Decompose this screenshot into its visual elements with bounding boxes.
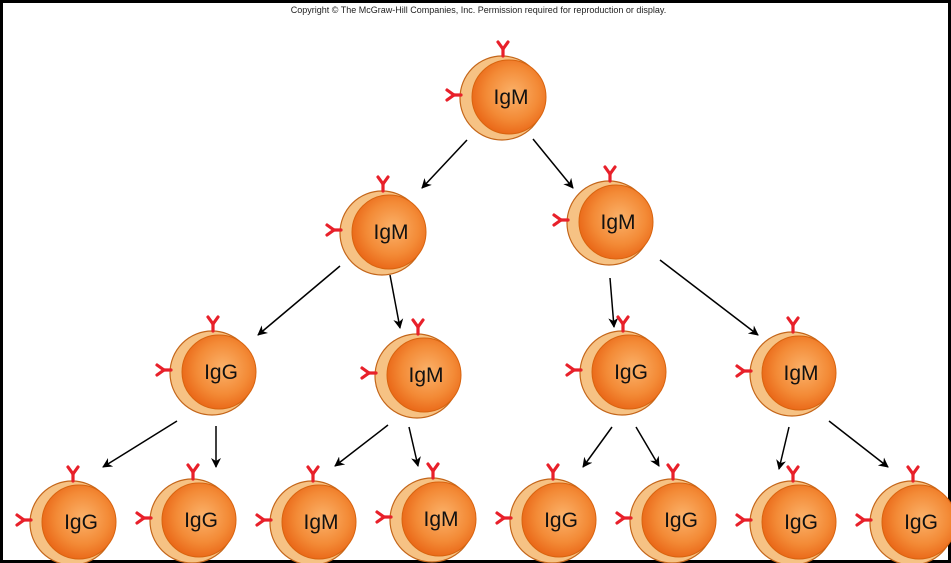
cell-label: IgG xyxy=(204,361,238,384)
b-cell: IgG xyxy=(15,465,117,563)
antibody-icon xyxy=(735,364,753,378)
antibody-icon xyxy=(360,366,378,380)
b-cell: IgG xyxy=(135,463,237,563)
antibody-icon xyxy=(306,465,320,483)
lineage-arrow xyxy=(776,426,790,470)
antibody-icon xyxy=(155,363,173,377)
lineage-arrow xyxy=(659,259,759,336)
antibody-icon xyxy=(376,175,390,193)
b-cell: IgG xyxy=(735,465,837,563)
cell-label: IgM xyxy=(600,211,635,234)
cell-label: IgG xyxy=(64,511,98,534)
antibody-icon xyxy=(495,511,513,525)
b-cell: IgG xyxy=(615,463,717,563)
b-cell: IgG xyxy=(855,465,951,563)
antibody-icon xyxy=(375,510,393,524)
antibody-icon xyxy=(565,363,583,377)
cell-label: IgG xyxy=(664,509,698,532)
cell-label: IgG xyxy=(784,511,818,534)
antibody-icon xyxy=(666,463,680,481)
cell-label: IgG xyxy=(544,509,578,532)
b-cell: IgG xyxy=(495,463,597,563)
antibody-icon xyxy=(255,513,273,527)
antibody-icon xyxy=(786,316,800,334)
antibody-icon xyxy=(735,513,753,527)
antibody-icon xyxy=(906,465,920,483)
antibody-icon xyxy=(135,511,153,525)
b-cell: IgM xyxy=(360,318,462,419)
cell-label: IgM xyxy=(783,362,818,385)
lineage-arrow xyxy=(102,420,178,468)
antibody-icon xyxy=(786,465,800,483)
b-cell: IgG xyxy=(565,315,667,416)
antibody-icon xyxy=(426,462,440,480)
b-cell: IgM xyxy=(445,40,547,141)
lineage-arrow xyxy=(257,265,341,336)
antibody-icon xyxy=(603,165,617,183)
lineage-arrow xyxy=(421,139,468,189)
copyright-notice: Copyright © The McGraw-Hill Companies, I… xyxy=(290,5,667,15)
b-cell: IgM xyxy=(375,462,477,563)
b-cell: IgM xyxy=(552,165,654,266)
antibody-icon xyxy=(411,318,425,336)
antibody-icon xyxy=(186,463,200,481)
antibody-icon xyxy=(496,40,510,58)
cell-label: IgG xyxy=(184,509,218,532)
cell-label: IgM xyxy=(373,221,408,244)
antibody-icon xyxy=(445,88,463,102)
cell-label: IgM xyxy=(408,364,443,387)
lineage-arrow xyxy=(828,420,889,468)
lineage-arrow xyxy=(532,138,574,189)
lineage-arrow xyxy=(582,426,613,468)
b-cell: IgG xyxy=(155,315,257,416)
cells-layer: IgM IgM IgM IgG IgM IgG IgM IgG IgG IgM IgM IgG IgG I… xyxy=(15,40,951,563)
b-cell: IgM xyxy=(255,465,357,563)
cell-label: IgG xyxy=(614,361,648,384)
antibody-icon xyxy=(616,315,630,333)
cell-label: IgM xyxy=(303,511,338,534)
antibody-icon xyxy=(206,315,220,333)
antibody-icon xyxy=(66,465,80,483)
antibody-icon xyxy=(615,511,633,525)
antibody-icon xyxy=(552,213,570,227)
antibody-icon xyxy=(15,513,33,527)
antibody-icon xyxy=(546,463,560,481)
antibody-icon xyxy=(325,223,343,237)
arrows-layer xyxy=(102,138,889,470)
cell-label: IgM xyxy=(423,508,458,531)
lineage-arrow xyxy=(389,274,404,329)
lineage-arrow xyxy=(408,426,421,467)
b-cell: IgM xyxy=(735,316,837,417)
cell-label: IgG xyxy=(904,511,938,534)
lineage-arrow xyxy=(608,277,619,328)
antibody-icon xyxy=(855,513,873,527)
b-cell: IgM xyxy=(325,175,427,276)
cell-label: IgM xyxy=(493,86,528,109)
lineage-arrow xyxy=(635,426,660,467)
lineage-arrow xyxy=(334,424,389,467)
